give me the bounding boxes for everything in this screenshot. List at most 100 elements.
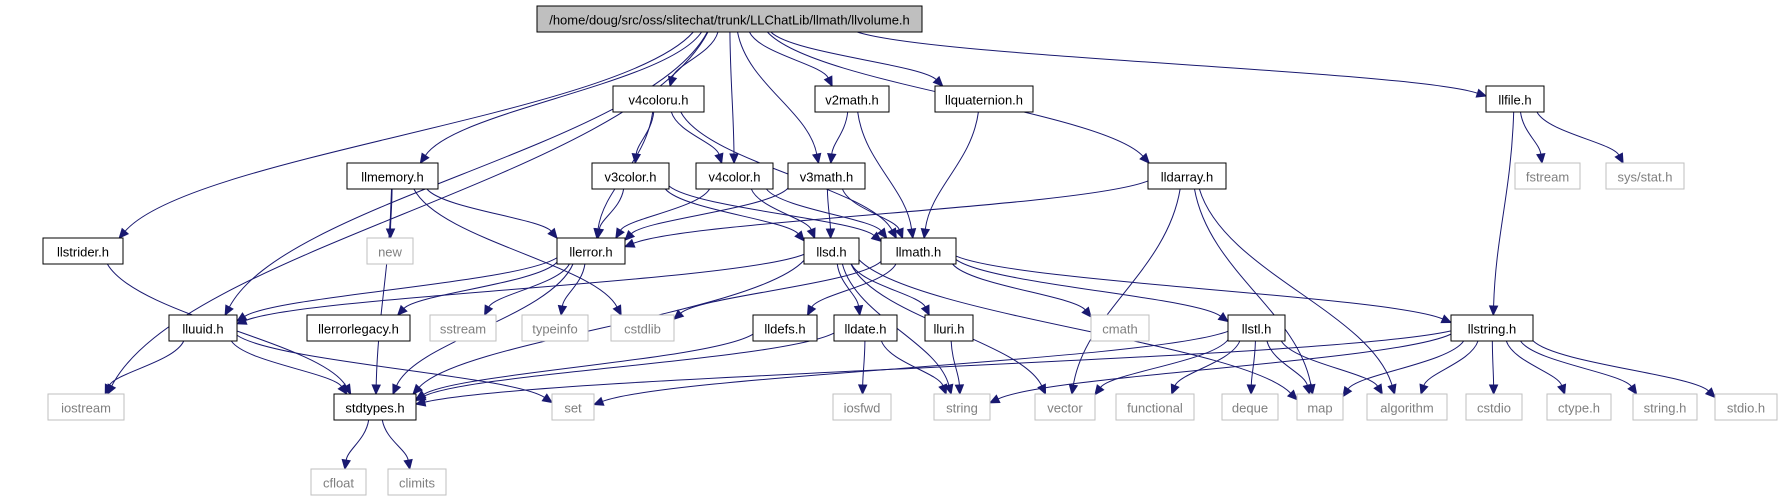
edge-arrowhead	[414, 397, 427, 407]
edge-lldarray-to-vector	[1068, 188, 1181, 396]
edge-llstring-to-algorithm	[1419, 340, 1479, 396]
edge-llmath-to-cmath	[952, 263, 1092, 318]
edge-line	[858, 259, 1292, 394]
edge-line	[1250, 340, 1256, 386]
edge-line	[955, 259, 1222, 317]
node-label: stdtypes.h	[345, 401, 404, 416]
node-box	[787, 162, 866, 190]
node-label: llsd.h	[816, 245, 846, 260]
edge-line	[244, 257, 558, 317]
node-box	[1227, 314, 1286, 342]
node-label: v3color.h	[604, 170, 656, 185]
edge-arrowhead	[806, 227, 816, 240]
node-llstrider[interactable]: llstrider.h	[42, 237, 124, 265]
edge-root-to-v4coloru	[667, 31, 719, 88]
edge-arrowhead	[1387, 383, 1397, 396]
node-label: llerrorlegacy.h	[318, 322, 399, 337]
edge-line	[668, 185, 875, 236]
edge-llstl-to-algorithm	[1280, 340, 1383, 396]
node-label: deque	[1232, 401, 1268, 416]
node-llmemory[interactable]: llmemory.h	[346, 162, 439, 190]
node-v4coloru[interactable]: v4coloru.h	[612, 85, 705, 113]
edge-line	[664, 188, 799, 235]
edge-line	[245, 253, 805, 322]
node-stringh: string.h	[1632, 393, 1698, 421]
edge-v3math-to-llmath	[841, 188, 904, 240]
edge-arrowhead	[811, 152, 822, 165]
node-label: climits	[399, 476, 436, 491]
edge-line	[997, 333, 1452, 400]
node-new: new	[366, 237, 414, 265]
edge-arrowhead	[887, 227, 897, 240]
node-label: stdio.h	[1727, 401, 1765, 416]
node-lldarray[interactable]: lldarray.h	[1147, 162, 1227, 190]
edge-arrowhead	[857, 384, 868, 396]
edge-arrowhead	[877, 227, 888, 239]
edge-arrowhead	[419, 152, 430, 165]
edge-lluuid-to-stdtypes	[230, 340, 348, 396]
node-v3math[interactable]: v3math.h	[787, 162, 866, 190]
node-llmath[interactable]: llmath.h	[880, 237, 957, 265]
node-label: cstdio	[1477, 401, 1511, 416]
node-llfile[interactable]: llfile.h	[1485, 85, 1545, 113]
edge-arrowhead	[1536, 152, 1546, 165]
node-box	[833, 314, 898, 342]
node-root[interactable]: /home/doug/src/oss/slitechat/trunk/LLCha…	[536, 5, 923, 33]
node-label: iostream	[61, 401, 111, 416]
edges-layer	[104, 31, 1716, 471]
node-box	[168, 314, 238, 342]
node-v4color[interactable]: v4color.h	[695, 162, 774, 190]
edge-llmemory-to-new	[385, 188, 396, 240]
edge-v4coloru-to-v4color	[670, 111, 724, 165]
node-box	[1366, 393, 1448, 421]
edge-arrowhead	[825, 228, 836, 240]
node-label: ctype.h	[1558, 401, 1600, 416]
node-stdtypes[interactable]: stdtypes.h	[333, 393, 417, 421]
node-llerrorlegacy[interactable]: llerrorlegacy.h	[306, 314, 411, 342]
node-deque: deque	[1221, 393, 1279, 421]
node-llquaternion[interactable]: llquaternion.h	[934, 85, 1034, 113]
node-climits: climits	[387, 468, 447, 496]
edge-llerror-to-typeinfo	[557, 263, 586, 317]
edge-line	[381, 419, 409, 461]
node-llstl[interactable]: llstl.h	[1227, 314, 1286, 342]
node-label: typeinfo	[532, 322, 578, 337]
node-box	[695, 162, 774, 190]
node-label: cfloat	[323, 476, 354, 491]
edge-llmath-to-lldefs	[806, 263, 897, 317]
node-lldefs[interactable]: lldefs.h	[752, 314, 818, 342]
edge-llstl-to-set	[592, 330, 1229, 406]
node-typeinfo: typeinfo	[521, 314, 589, 342]
edge-arrowhead	[1704, 387, 1716, 399]
node-llerror[interactable]: llerror.h	[556, 237, 626, 265]
node-box	[803, 237, 860, 265]
node-label: v4coloru.h	[629, 93, 689, 108]
node-lldate[interactable]: lldate.h	[833, 314, 898, 342]
node-lluuid[interactable]: lluuid.h	[168, 314, 238, 342]
edge-arrowhead	[1373, 383, 1383, 396]
node-box	[1147, 162, 1227, 190]
node-llstring[interactable]: llstring.h	[1450, 314, 1534, 342]
edge-llfile-to-sysstat	[1536, 111, 1624, 165]
edge-arrowhead	[1627, 383, 1638, 396]
node-label: lluuid.h	[182, 322, 223, 337]
edge-arrowhead	[392, 383, 402, 396]
node-v2math[interactable]: v2math.h	[814, 85, 890, 113]
edge-line	[831, 111, 849, 155]
edge-llstring-to-string	[988, 333, 1452, 404]
node-v3color[interactable]: v3color.h	[591, 162, 670, 190]
edge-arrowhead	[932, 75, 944, 87]
node-label: llstl.h	[1242, 322, 1272, 337]
node-label: fstream	[1526, 170, 1569, 185]
edge-line	[750, 188, 812, 230]
edge-line	[955, 255, 1443, 320]
edge-arrowhead	[623, 238, 636, 248]
node-llsd[interactable]: llsd.h	[803, 237, 860, 265]
edge-line	[680, 261, 882, 314]
node-lluri[interactable]: lluri.h	[924, 314, 974, 342]
node-box	[832, 393, 892, 421]
node-label: v2math.h	[825, 93, 878, 108]
node-cfloat: cfloat	[310, 468, 367, 496]
edge-line	[561, 263, 586, 307]
edge-lldarray-to-algorithm	[1198, 188, 1397, 396]
